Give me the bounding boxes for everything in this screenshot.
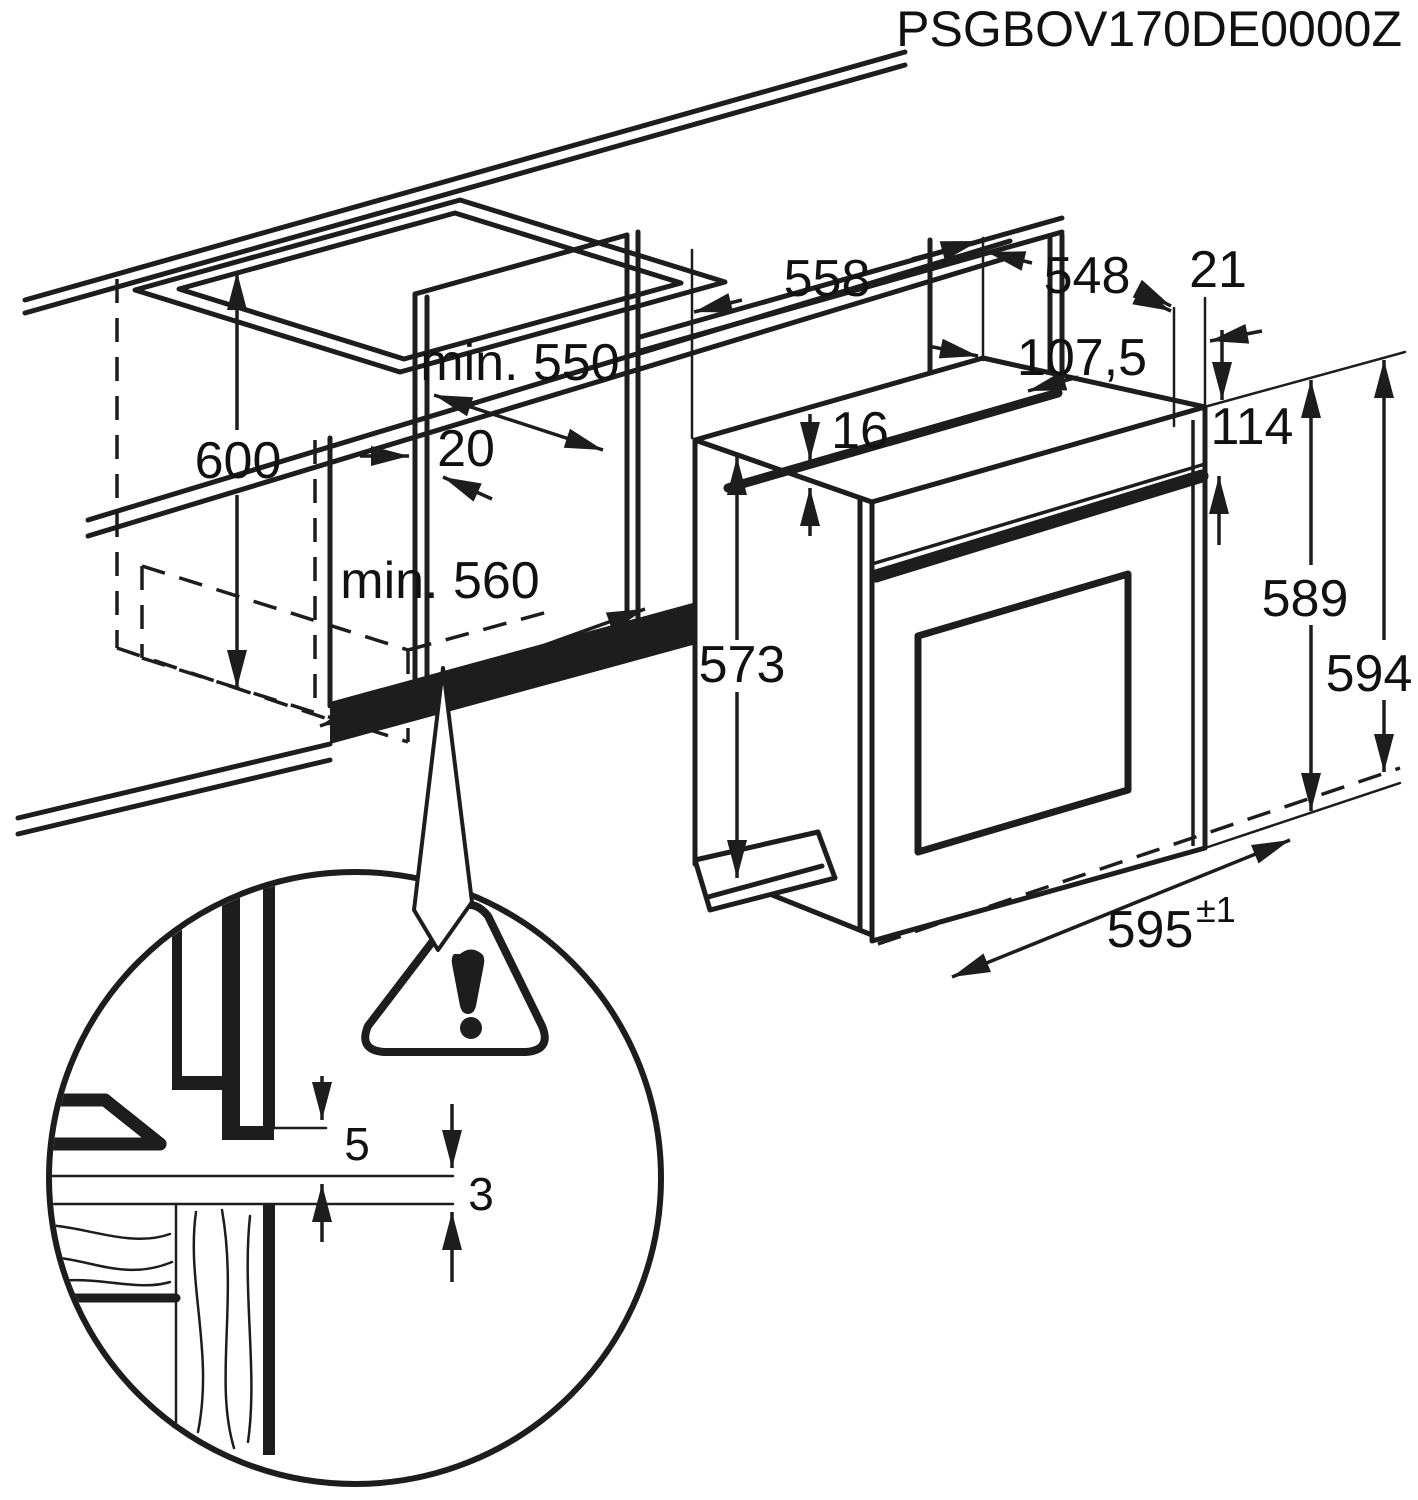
warning-icon — [361, 901, 549, 1056]
wood-grain — [52, 1202, 275, 1455]
dim-label-detail-gap-upper: 5 — [344, 1118, 370, 1170]
countertop — [22, 49, 1013, 539]
dim-label-frame-overhang: 21 — [1189, 241, 1247, 299]
drawing-code: PSGBOV170DE0000Z — [896, 1, 1402, 57]
dim-label-niche-width: min. 560 — [340, 552, 539, 610]
hob-cutout — [132, 197, 728, 375]
oven-door-window — [914, 570, 1132, 856]
dim-label-niche-depth: min. 550 — [420, 334, 619, 392]
dim-label-body-height: 573 — [699, 636, 786, 694]
dim-label-inset-depth: 107,5 — [1017, 329, 1147, 387]
dim-label-panel-height: 114 — [1211, 398, 1294, 456]
dim-label-front-width: 595 — [1107, 901, 1194, 959]
oven-dimensions — [690, 236, 1407, 979]
dim-label-front-height: 589 — [1262, 570, 1349, 628]
dim-label-body-depth: 558 — [784, 250, 871, 308]
dim-label-front-width-tolerance: ±1 — [1196, 889, 1236, 930]
dim-label-cabinet-height: 600 — [195, 432, 282, 490]
dim-label-total-height: 594 — [1326, 645, 1413, 703]
dim-label-detail-gap-lower: 3 — [468, 1168, 494, 1220]
detail-circle — [46, 869, 664, 1487]
dim-label-top-lip: 16 — [831, 402, 889, 460]
dim-label-rear-gap: 20 — [437, 420, 495, 478]
oven — [692, 355, 1209, 944]
dim-label-top-depth: 548 — [1044, 247, 1131, 305]
plinth-vent-strip — [330, 601, 700, 744]
detail-callout-wedge — [412, 666, 474, 952]
cabinet-dimensions — [227, 272, 646, 728]
